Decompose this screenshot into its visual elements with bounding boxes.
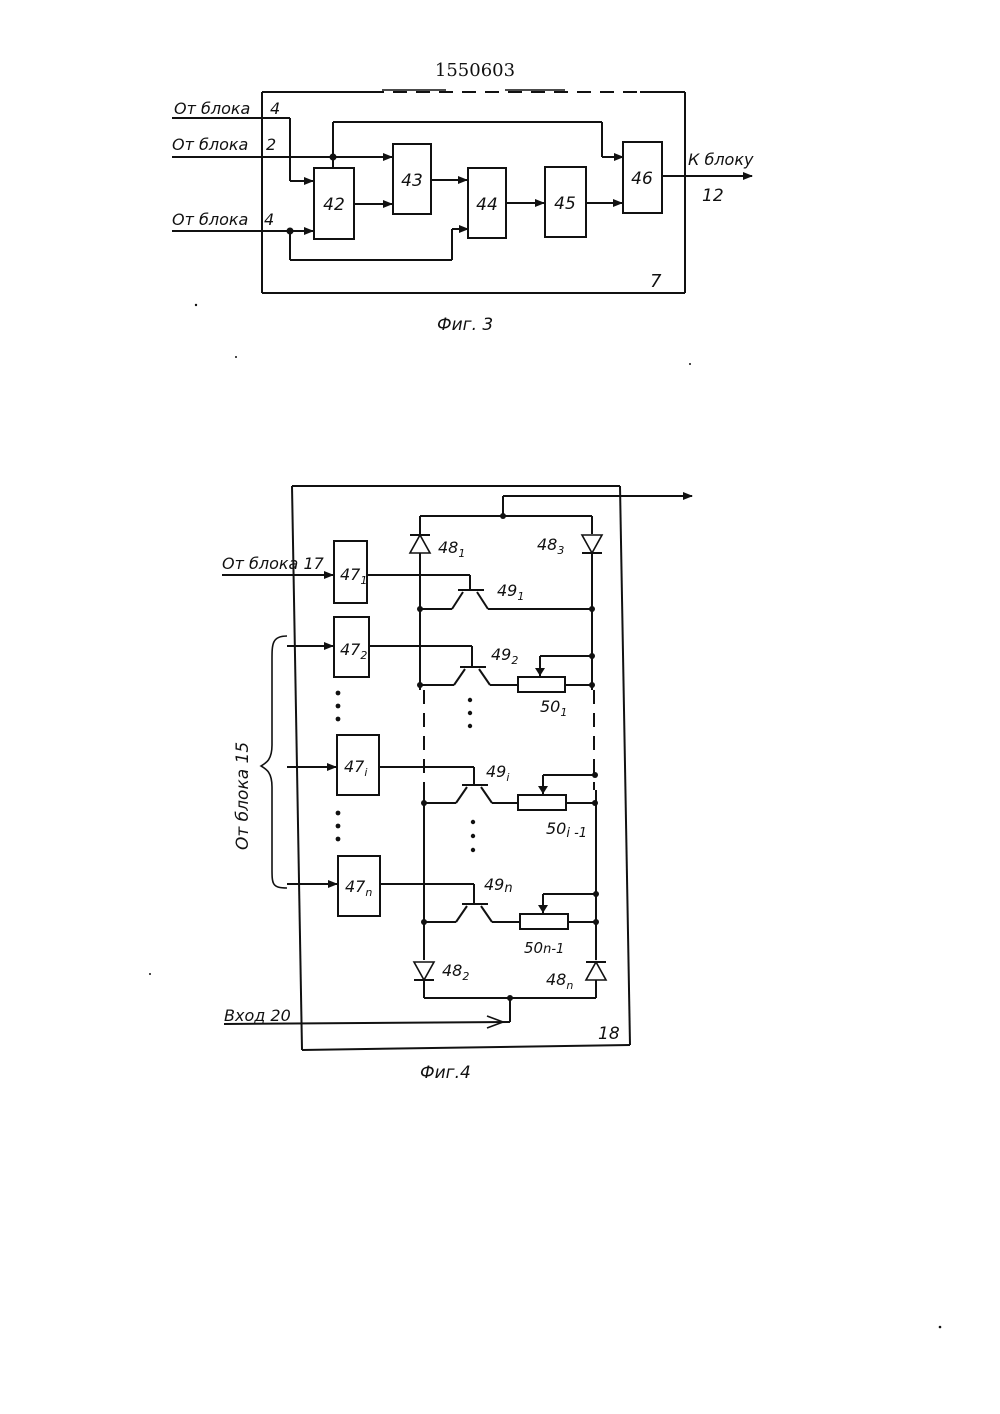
resistor-50-n-1-base: 50 xyxy=(524,939,543,957)
input-2-pin: 2 xyxy=(266,135,276,154)
block-47-n-base: 47 xyxy=(345,877,366,896)
transistor-49-2: 492 xyxy=(369,645,518,688)
diode-48-n-base: 48 xyxy=(546,970,566,989)
resistor-50-n-1-label: 50n-1 xyxy=(524,939,564,957)
input-1-pin: 4 xyxy=(270,99,280,118)
block-45: 45 xyxy=(545,167,586,237)
input-2-label: От блока xyxy=(172,135,248,154)
block-47-2: 472 xyxy=(334,617,369,677)
diode-48-1-label: 481 xyxy=(438,538,465,560)
output-target: 12 xyxy=(702,186,724,206)
block-47-1: 471 xyxy=(334,541,367,603)
diode-48-2: 482 xyxy=(414,961,469,998)
input-17-label: От блока 17 xyxy=(222,554,325,573)
input-1-label: От блока xyxy=(174,99,250,118)
fig4-input-17: От блока 17 xyxy=(222,554,333,575)
fig4-input-group-15: От блока 15 xyxy=(233,636,287,888)
transistor-49-2-base: 49 xyxy=(491,645,511,664)
input-20-label: Вход 20 xyxy=(224,1006,291,1025)
block-47-1-sub: 1 xyxy=(360,574,367,587)
block-47-n-sub: n xyxy=(365,886,372,899)
input-3-label: От блока xyxy=(172,210,248,229)
resistor-50-1: 501 xyxy=(518,653,595,719)
transistor-49-1-label: 491 xyxy=(497,581,524,603)
diode-48-1: 481 xyxy=(410,535,465,560)
diode-48-1-base: 48 xyxy=(438,538,458,557)
transistor-49-i-label: 49i xyxy=(486,762,509,784)
transistor-49-i: 49i xyxy=(379,762,518,806)
transistor-49-2-label: 492 xyxy=(491,645,518,667)
block-42: 42 xyxy=(314,168,354,239)
input-3-pin: 4 xyxy=(264,210,274,229)
figure-3: 7 От блока 4 От блока 2 От блока 4 xyxy=(172,90,754,335)
resistor-50-i-1-sub: i -1 xyxy=(566,826,587,841)
transistor-49-i-sub: i xyxy=(506,771,509,784)
diode-48-3-label: 483 xyxy=(537,535,564,557)
diode-48-2-base: 48 xyxy=(442,961,462,980)
block-47-n: 47n xyxy=(338,856,380,916)
diode-48-3-base: 48 xyxy=(537,535,557,554)
block-47-2-sub: 2 xyxy=(360,649,367,662)
input-15-label: От блока 15 xyxy=(233,742,253,850)
resistor-50-n-1-sub: n-1 xyxy=(543,942,564,957)
diode-48-n: 48n xyxy=(546,962,606,998)
resistor-50-1-label: 501 xyxy=(540,697,567,719)
resistor-50-n-1: 50n-1 xyxy=(520,891,599,957)
diode-48-n-label: 48n xyxy=(546,970,573,992)
transistor-49-2-sub: 2 xyxy=(511,654,518,667)
block-46: 46 xyxy=(623,142,662,213)
block-47-i: 47i xyxy=(337,735,379,795)
block-47-2-base: 47 xyxy=(340,640,361,659)
block-47-i-label: 47i xyxy=(344,757,367,779)
block-18-label: 18 xyxy=(598,1024,620,1044)
resistor-50-1-base: 50 xyxy=(540,697,560,716)
resistor-50-i-1-label: 50i -1 xyxy=(546,819,587,841)
resistor-50-i-1-base: 50 xyxy=(546,819,566,838)
transistor-49-n-label: 49n xyxy=(484,875,513,896)
scan-specks xyxy=(149,304,941,1329)
fig4-input-20: Вход 20 xyxy=(224,1006,510,1028)
fig3-output: К блоку 12 xyxy=(662,150,754,206)
transistor-49-n-base: 49 xyxy=(484,875,504,894)
figure-4: 18 481 483 xyxy=(222,486,692,1083)
block-43: 43 xyxy=(393,144,431,214)
block-47-i-base: 47 xyxy=(344,757,365,776)
diode-48-3-sub: 3 xyxy=(557,544,564,557)
block-47-1-base: 47 xyxy=(340,565,361,584)
diode-48-2-sub: 2 xyxy=(462,970,469,983)
block-7-label: 7 xyxy=(650,271,662,292)
block-45-label: 45 xyxy=(554,194,576,214)
block-42-label: 42 xyxy=(323,195,345,215)
fig4-caption: Фиг.4 xyxy=(420,1063,471,1083)
block-44: 44 xyxy=(468,168,506,238)
block-47-i-sub: i xyxy=(364,766,367,779)
patent-number: 1550603 xyxy=(435,60,515,81)
block-46-label: 46 xyxy=(631,169,653,189)
transistor-49-n-sub: n xyxy=(504,881,512,896)
resistor-50-i-1: 50i -1 xyxy=(518,772,598,841)
diode-48-1-sub: 1 xyxy=(458,547,465,560)
output-label: К блоку xyxy=(688,150,754,169)
transistor-49-1-base: 49 xyxy=(497,581,517,600)
diode-48-n-sub: n xyxy=(566,979,573,992)
transistor-49-1: 491 xyxy=(367,575,595,612)
fig3-caption: Фиг. 3 xyxy=(437,315,493,335)
block-43-label: 43 xyxy=(401,171,423,191)
resistor-50-1-sub: 1 xyxy=(560,706,567,719)
transistor-49-n: 49n xyxy=(380,875,520,925)
diode-48-2-label: 482 xyxy=(442,961,469,983)
transistor-49-1-sub: 1 xyxy=(517,590,524,603)
block-44-label: 44 xyxy=(476,195,498,215)
transistor-49-i-base: 49 xyxy=(486,762,506,781)
